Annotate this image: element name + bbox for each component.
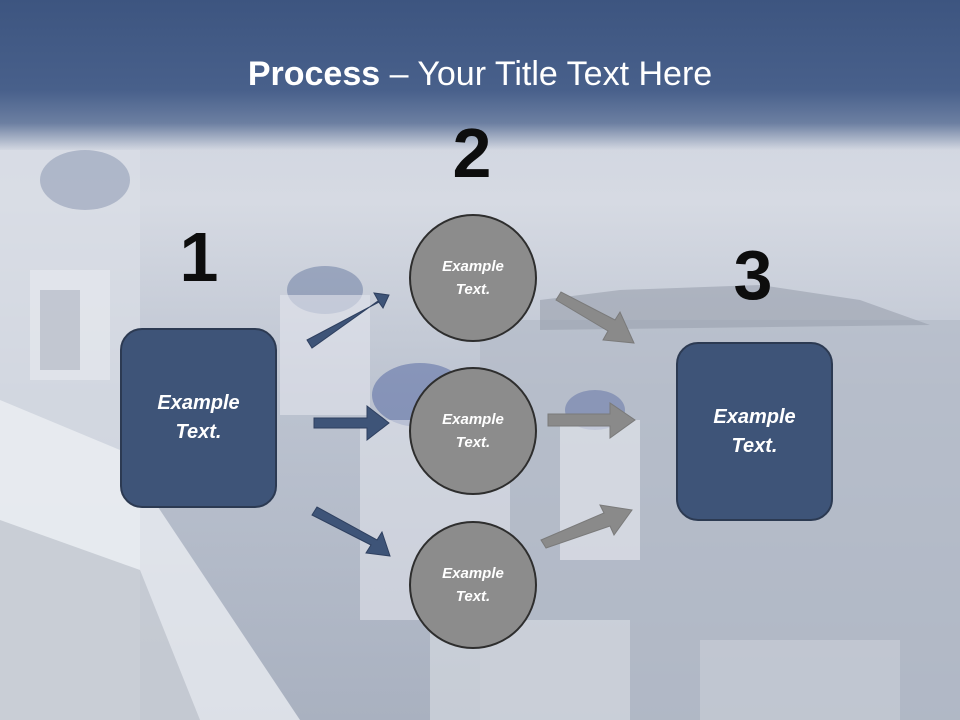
- right-step-box[interactable]: Example Text.: [676, 342, 833, 521]
- step-number-1[interactable]: 1: [179, 218, 219, 296]
- circle-step-1[interactable]: Example Text.: [409, 214, 537, 342]
- arrow-to-circle-2: [313, 404, 390, 442]
- title-band: [0, 0, 960, 150]
- arrow-to-circle-1: [306, 292, 390, 349]
- slide-title[interactable]: Process – Your Title Text Here: [0, 52, 960, 96]
- circle-step-1-label: Example Text.: [442, 258, 504, 298]
- title-bold-part: Process: [247, 55, 381, 93]
- circle-step-2-label: Example Text.: [442, 411, 504, 451]
- right-step-box-label: Example Text.: [713, 405, 796, 457]
- left-step-box-label: Example Text.: [157, 392, 240, 443]
- arrow-from-circle-3: [540, 504, 633, 549]
- arrow-from-circle-2: [547, 402, 636, 439]
- left-step-box[interactable]: Example Text.: [120, 328, 277, 508]
- step-number-3[interactable]: 3: [733, 236, 773, 314]
- step-number-2[interactable]: 2: [452, 114, 492, 192]
- circle-step-2[interactable]: Example Text.: [409, 367, 537, 495]
- title-rest-part: – Your Title Text Here: [380, 55, 713, 93]
- circle-step-3[interactable]: Example Text.: [409, 521, 537, 649]
- circle-step-3-label: Example Text.: [442, 565, 504, 605]
- arrow-to-circle-3: [311, 506, 391, 557]
- arrow-from-circle-1: [555, 291, 635, 344]
